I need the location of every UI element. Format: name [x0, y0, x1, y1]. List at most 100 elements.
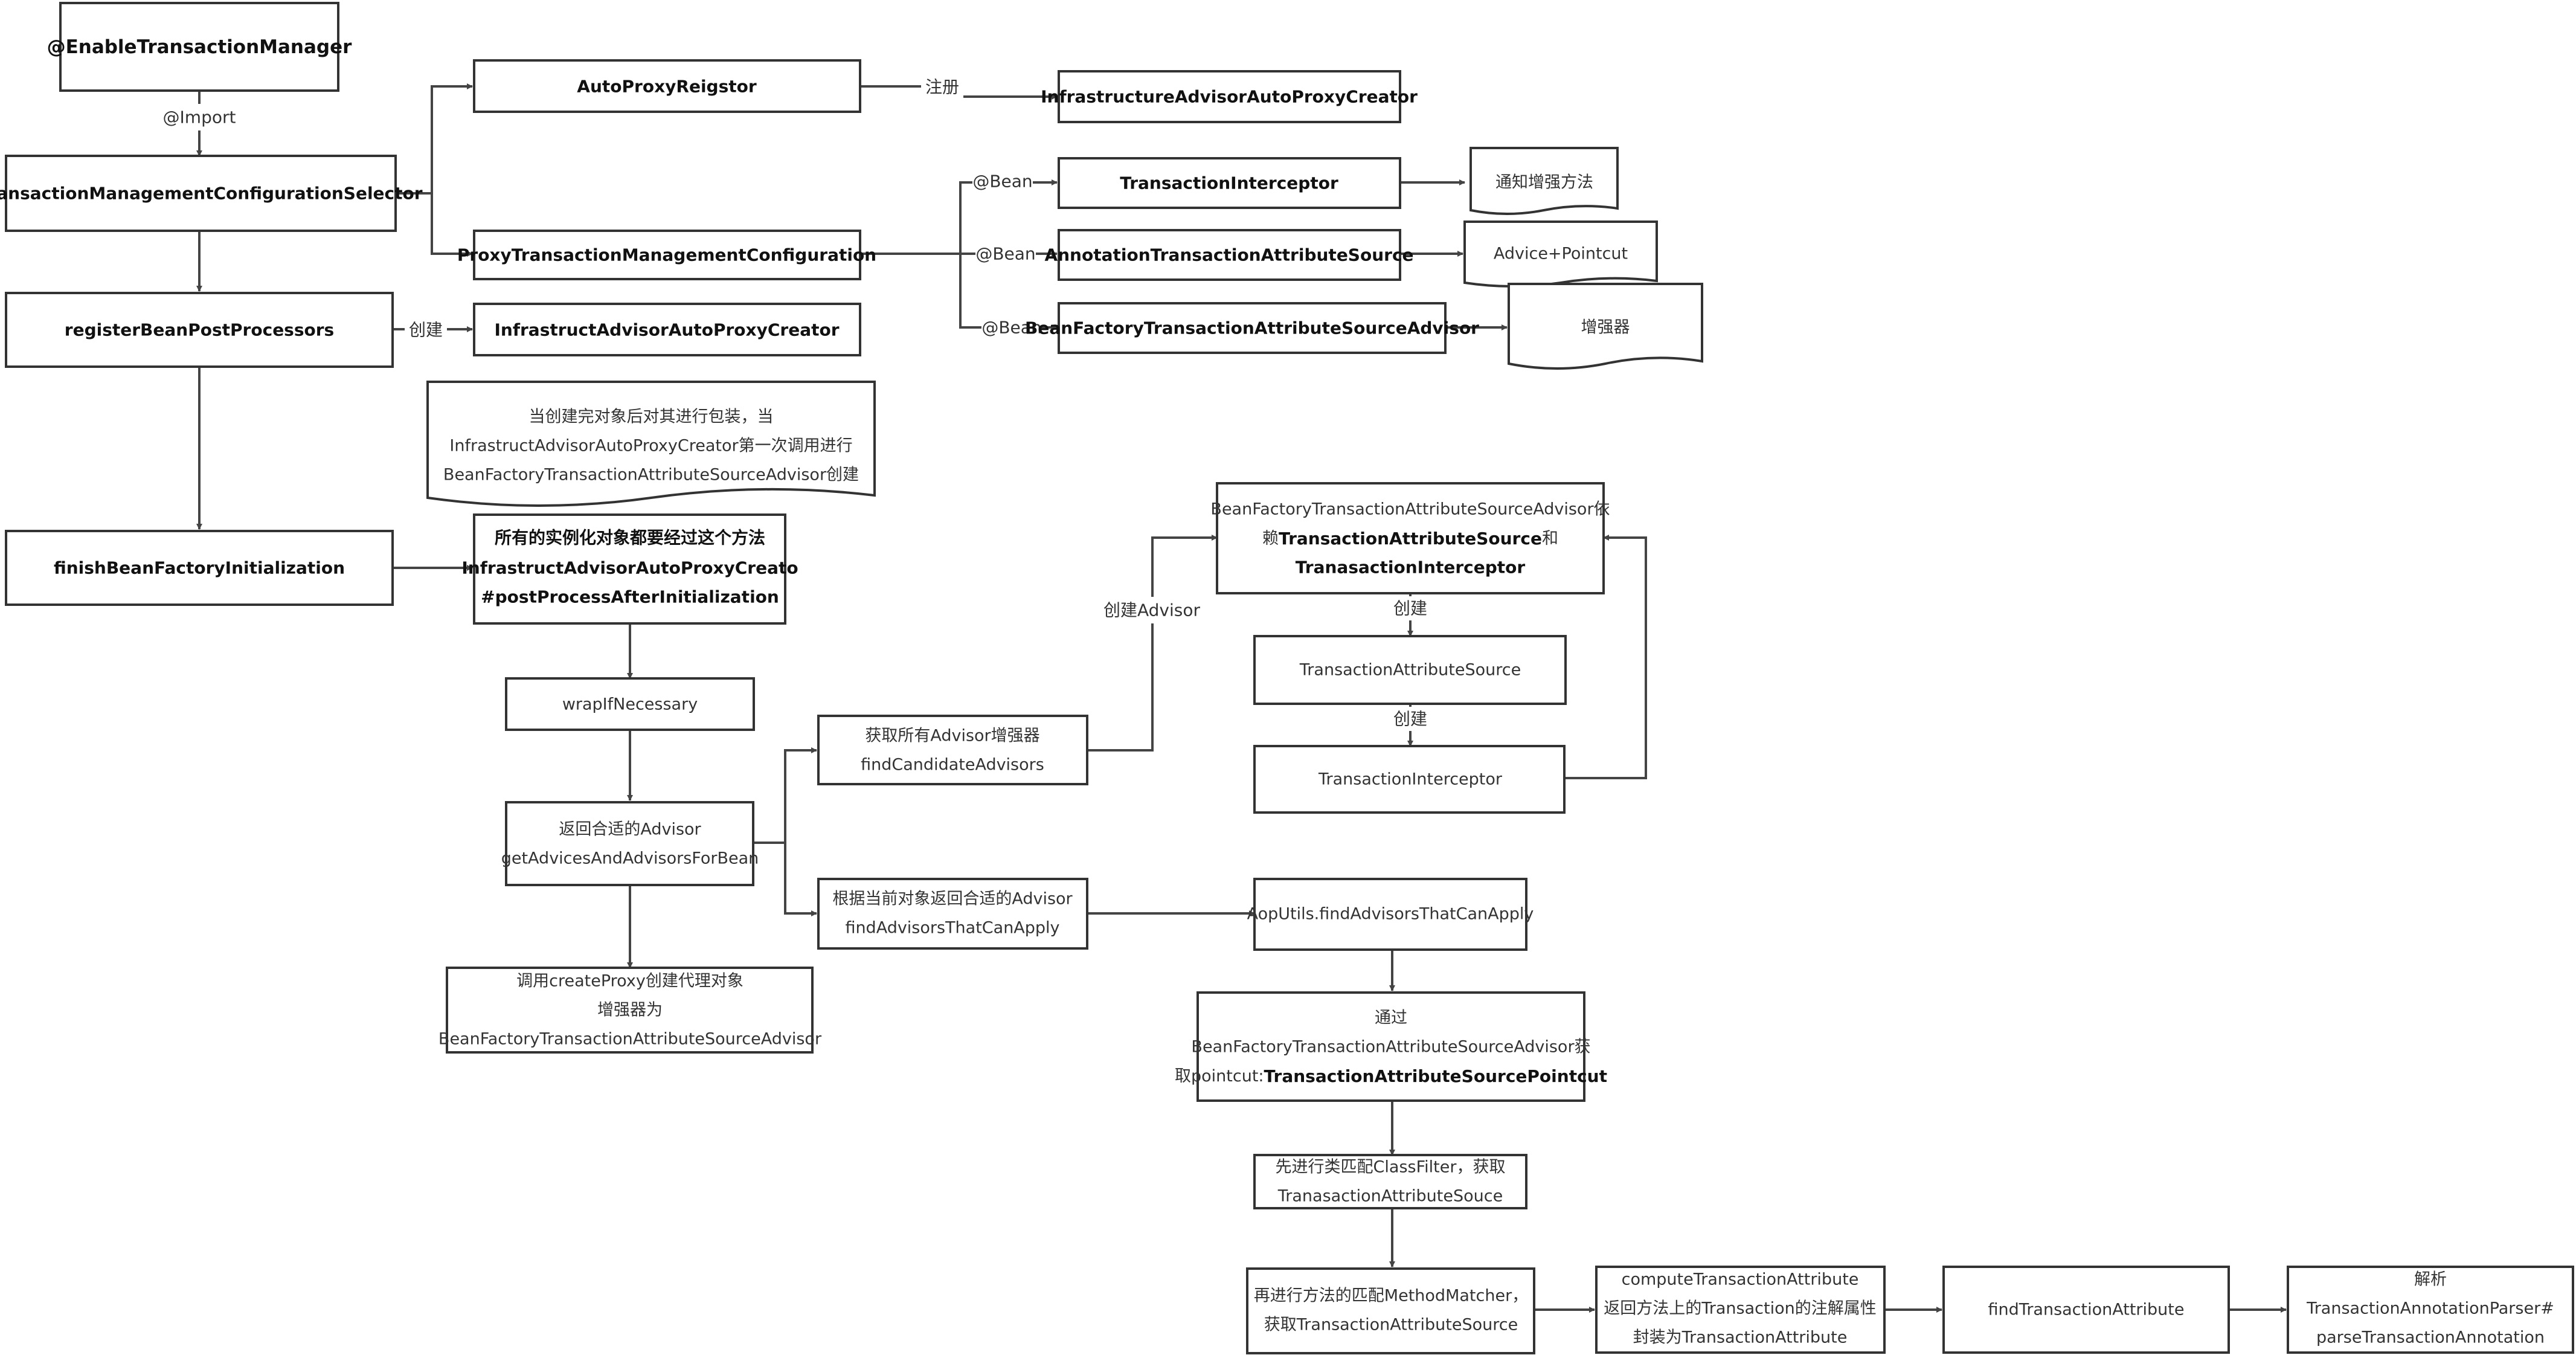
svg-text:AopUtils.findAdvisorsThatCanAp: AopUtils.findAdvisorsThatCanApply — [1247, 905, 1534, 924]
svg-text:增强器为: 增强器为 — [597, 1001, 663, 1020]
svg-text:调用createProxy创建代理对象: 调用createProxy创建代理对象 — [516, 972, 744, 991]
node-proxy-tm-configuration[interactable]: ProxyTransactionManagementConfiguration — [457, 230, 876, 280]
node-wrap-if-necessary[interactable]: wrapIfNecessary — [505, 677, 755, 731]
node-infrastruct-advisor-apc[interactable]: InfrastructAdvisorAutoProxyCreator — [473, 303, 861, 356]
node-get-advices-and-advisors[interactable]: 返回合适的Advisor getAdvicesAndAdvisorsForBea… — [501, 801, 759, 886]
svg-text:TransactionInterceptor: TransactionInterceptor — [1318, 770, 1503, 789]
label-bean-2: @Bean — [975, 244, 1035, 264]
node-enable-transaction-manager[interactable]: @EnableTransactionManager — [47, 2, 353, 92]
svg-text:所有的实例化对象都要经过这个方法: 所有的实例化对象都要经过这个方法 — [495, 528, 765, 548]
node-aop-utils[interactable]: AopUtils.findAdvisorsThatCanApply — [1247, 878, 1534, 951]
svg-text:#postProcessAfterInitializatio: #postProcessAfterInitialization — [481, 587, 779, 607]
svg-text:@EnableTransactionManager: @EnableTransactionManager — [47, 36, 353, 58]
svg-text:返回合适的Advisor: 返回合适的Advisor — [559, 820, 701, 839]
node-post-process-after-init[interactable]: 所有的实例化对象都要经过这个方法 InfrastructAdvisorAutoP… — [461, 513, 798, 625]
svg-text:TransactionAttributeSource: TransactionAttributeSource — [1299, 661, 1521, 680]
svg-text:ProxyTransactionManagementConf: ProxyTransactionManagementConfiguration — [457, 245, 876, 265]
edge-findcandidate-to-advisor — [1087, 535, 1218, 752]
node-register-bean-post-processors[interactable]: registerBeanPostProcessors — [5, 292, 394, 368]
node-find-transaction-attribute[interactable]: findTransactionAttribute — [1942, 1266, 2230, 1354]
svg-text:parseTransactionAnnotation: parseTransactionAnnotation — [2316, 1328, 2545, 1347]
svg-text:getAdvicesAndAdvisorsForBean: getAdvicesAndAdvisorsForBean — [501, 849, 759, 868]
edge-ti-back-to-advisor — [1564, 535, 1647, 779]
svg-text:TransactionInterceptor: TransactionInterceptor — [1120, 173, 1338, 193]
svg-text:findTransactionAttribute: findTransactionAttribute — [1988, 1301, 2185, 1319]
svg-text:computeTransactionAttribute: computeTransactionAttribute — [1622, 1270, 1859, 1289]
edge-selector-to-autoproxy — [396, 83, 473, 195]
doc-advice-pointcut: Advice+Pointcut — [1463, 220, 1658, 288]
doc-notify: 通知增强方法 — [1469, 147, 1619, 215]
label-bean-3: @Bean — [981, 318, 1041, 338]
edge-labels: @Import 注册 创建 @Bean @Bean @Bean 创建Adviso… — [156, 74, 1431, 731]
node-transaction-attribute-source[interactable]: TransactionAttributeSource — [1253, 635, 1567, 705]
node-infrastructure-advisor-apc[interactable]: InfrastructureAdvisorAutoProxyCreator — [1041, 70, 1418, 123]
svg-text:TransactionManagementConfigura: TransactionManagementConfigurationSelect… — [0, 184, 423, 204]
pointcut-bold: TransactionAttributeSourcePointcut — [1264, 1066, 1608, 1086]
svg-text:解析: 解析 — [2414, 1270, 2447, 1289]
node-method-matcher[interactable]: 再进行方法的匹配MethodMatcher， 获取TransactionAttr… — [1246, 1267, 1535, 1354]
svg-text:获取所有Advisor增强器: 获取所有Advisor增强器 — [865, 727, 1039, 745]
node-bf-tas-advisor[interactable]: BeanFactoryTransactionAttributeSourceAdv… — [1025, 302, 1479, 354]
edge-getadvices-to-findcandidate — [753, 747, 817, 844]
node-finish-bean-factory-init[interactable]: finishBeanFactoryInitialization — [5, 530, 394, 606]
svg-text:wrapIfNecessary: wrapIfNecessary — [562, 695, 698, 714]
svg-text:finishBeanFactoryInitializatio: finishBeanFactoryInitialization — [54, 558, 345, 578]
svg-text:BeanFactoryTransactionAttribut: BeanFactoryTransactionAttributeSourceAdv… — [438, 1030, 822, 1049]
svg-text:根据当前对象返回合适的Advisor: 根据当前对象返回合适的Advisor — [832, 890, 1073, 909]
svg-text:先进行类匹配ClassFilter，获取: 先进行类匹配ClassFilter，获取 — [1276, 1158, 1506, 1177]
edge-selector-to-proxytm — [431, 193, 473, 257]
edge-getadvices-to-findcanapply — [784, 843, 817, 916]
svg-text:findCandidateAdvisors: findCandidateAdvisors — [861, 756, 1044, 774]
node-get-pointcut[interactable]: 通过 BeanFactoryTransactionAttributeSource… — [1175, 991, 1607, 1102]
svg-text:registerBeanPostProcessors: registerBeanPostProcessors — [65, 320, 334, 340]
doc-enhancer: 增强器 — [1508, 283, 1703, 370]
svg-text:再进行方法的匹配MethodMatcher，: 再进行方法的匹配MethodMatcher， — [1254, 1287, 1528, 1305]
svg-text:BeanFactoryTransactionAttribut: BeanFactoryTransactionAttributeSourceAdv… — [443, 466, 859, 484]
svg-text:AutoProxyReigstor: AutoProxyReigstor — [577, 77, 757, 97]
svg-text:findAdvisorsThatCanApply: findAdvisorsThatCanApply — [845, 919, 1059, 938]
label-create-ti: 创建 — [1393, 709, 1427, 729]
label-register: 注册 — [925, 77, 959, 97]
advisor-depends-bold: TransactionAttributeSource — [1279, 529, 1542, 549]
svg-text:通知增强方法: 通知增强方法 — [1495, 173, 1593, 192]
svg-text:Advice+Pointcut: Advice+Pointcut — [1494, 245, 1628, 263]
node-find-advisors-can-apply[interactable]: 根据当前对象返回合适的Advisor findAdvisorsThatCanAp… — [817, 878, 1088, 950]
advisor-depends-prefix: 赖 — [1262, 529, 1279, 548]
label-import: @Import — [163, 108, 236, 127]
svg-text:赖TransactionAttributeSource和: 赖TransactionAttributeSource和 — [1262, 529, 1558, 549]
node-transaction-interceptor-2[interactable]: TransactionInterceptor — [1253, 745, 1566, 814]
svg-text:BeanFactoryTransactionAttribut: BeanFactoryTransactionAttributeSourceAdv… — [1025, 318, 1479, 338]
label-create-advisor: 创建Advisor — [1103, 600, 1201, 620]
node-find-candidate-advisors[interactable]: 获取所有Advisor增强器 findCandidateAdvisors — [817, 715, 1088, 785]
advisor-depends-suffix: 和 — [1542, 529, 1558, 548]
pointcut-prefix: 取pointcut: — [1175, 1067, 1264, 1086]
svg-text:取pointcut:TransactionAttribute: 取pointcut:TransactionAttributeSourcePoin… — [1175, 1066, 1607, 1086]
node-tm-config-selector[interactable]: TransactionManagementConfigurationSelect… — [0, 155, 423, 232]
node-annotation-tas[interactable]: AnnotationTransactionAttributeSource — [1044, 229, 1414, 281]
svg-text:BeanFactoryTransactionAttribut: BeanFactoryTransactionAttributeSourceAdv… — [1191, 1038, 1590, 1057]
doc-wrap-note: 当创建完对象后对其进行包装，当 InfrastructAdvisorAutoPr… — [426, 381, 876, 507]
label-bean-1: @Bean — [972, 172, 1032, 192]
node-create-proxy[interactable]: 调用createProxy创建代理对象 增强器为 BeanFactoryTran… — [438, 967, 822, 1054]
svg-text:通过: 通过 — [1375, 1009, 1407, 1028]
svg-text:增强器: 增强器 — [1581, 318, 1630, 337]
svg-text:AnnotationTransactionAttribute: AnnotationTransactionAttributeSource — [1044, 245, 1413, 265]
node-parse-transaction-annotation[interactable]: 解析 TransactionAnnotationParser# parseTra… — [2287, 1266, 2574, 1354]
node-transaction-interceptor[interactable]: TransactionInterceptor — [1058, 157, 1401, 209]
svg-text:InfrastructAdvisorAutoProxyCre: InfrastructAdvisorAutoProxyCreator第一次调用进… — [449, 437, 852, 455]
node-advisor-depends[interactable]: BeanFactoryTransactionAttributeSourceAdv… — [1210, 482, 1610, 594]
svg-text:InfrastructureAdvisorAutoProxy: InfrastructureAdvisorAutoProxyCreator — [1041, 87, 1418, 107]
svg-text:TransactionAnnotationParser#: TransactionAnnotationParser# — [2306, 1299, 2554, 1318]
svg-text:TranasactionAttributeSouce: TranasactionAttributeSouce — [1277, 1187, 1503, 1206]
svg-text:TranasactionInterceptor: TranasactionInterceptor — [1296, 558, 1526, 578]
svg-text:获取TransactionAttributeSource: 获取TransactionAttributeSource — [1264, 1316, 1518, 1334]
node-auto-proxy-registrar[interactable]: AutoProxyReigstor — [473, 59, 861, 113]
svg-text:封装为TransactionAttribute: 封装为TransactionAttribute — [1633, 1328, 1848, 1347]
svg-text:BeanFactoryTransactionAttribut: BeanFactoryTransactionAttributeSourceAdv… — [1210, 500, 1610, 519]
svg-text:当创建完对象后对其进行包装，当: 当创建完对象后对其进行包装，当 — [529, 408, 774, 426]
svg-text:返回方法上的Transaction的注解属性: 返回方法上的Transaction的注解属性 — [1604, 1299, 1876, 1318]
node-compute-transaction-attribute[interactable]: computeTransactionAttribute 返回方法上的Transa… — [1595, 1266, 1886, 1354]
label-create-tas: 创建 — [1393, 599, 1427, 619]
node-class-filter[interactable]: 先进行类匹配ClassFilter，获取 TranasactionAttribu… — [1253, 1154, 1527, 1209]
